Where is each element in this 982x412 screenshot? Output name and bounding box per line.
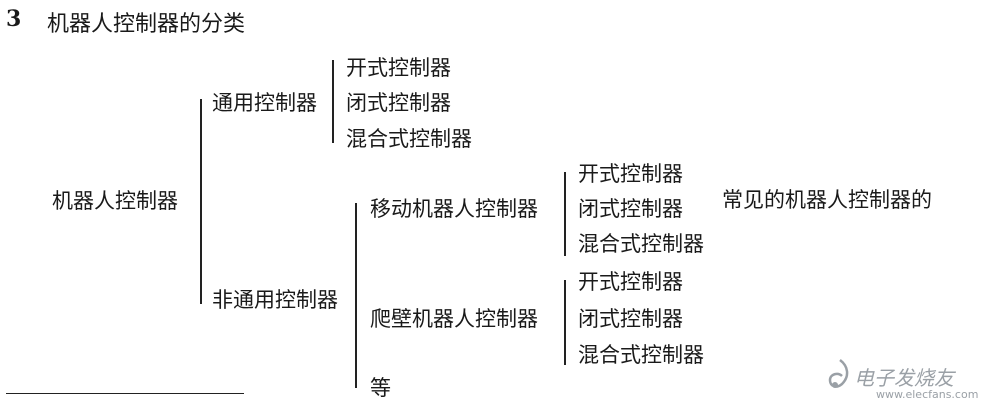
mobile-closed-node: 闭式控制器 [578,197,683,221]
climbing-closed-node: 闭式控制器 [578,307,683,331]
root-node: 机器人控制器 [52,189,178,213]
page-title: 机器人控制器的分类 [47,12,246,37]
mobile-brace [564,172,566,256]
general-controller-node: 通用控制器 [212,91,317,115]
climbing-brace [564,280,566,365]
watermark: 电子发烧友 www.elecfans.com [826,356,979,406]
mobile-robot-controller-node: 移动机器人控制器 [370,197,538,221]
nongeneral-controller-node: 非通用控制器 [212,288,338,312]
climbing-robot-controller-node: 爬壁机器人控制器 [370,307,538,331]
general-closed-node: 闭式控制器 [346,91,451,115]
mobile-hybrid-node: 混合式控制器 [578,232,704,256]
footnote-rule [6,393,244,394]
mobile-open-node: 开式控制器 [578,162,683,186]
watermark-text: 电子发烧友 [854,366,954,390]
etc-node: 等 [370,376,391,400]
general-open-node: 开式控制器 [346,56,451,80]
general-brace [332,60,334,143]
climbing-open-node: 开式控制器 [578,270,683,294]
general-hybrid-node: 混合式控制器 [346,127,472,151]
watermark-logo-icon [828,359,849,388]
root-brace [200,99,202,304]
nongeneral-brace [355,203,357,388]
watermark-url: www.elecfans.com [876,388,979,401]
side-note: 常见的机器人控制器的 [722,188,932,212]
section-number: 3 [6,6,22,32]
climbing-hybrid-node: 混合式控制器 [578,343,704,367]
